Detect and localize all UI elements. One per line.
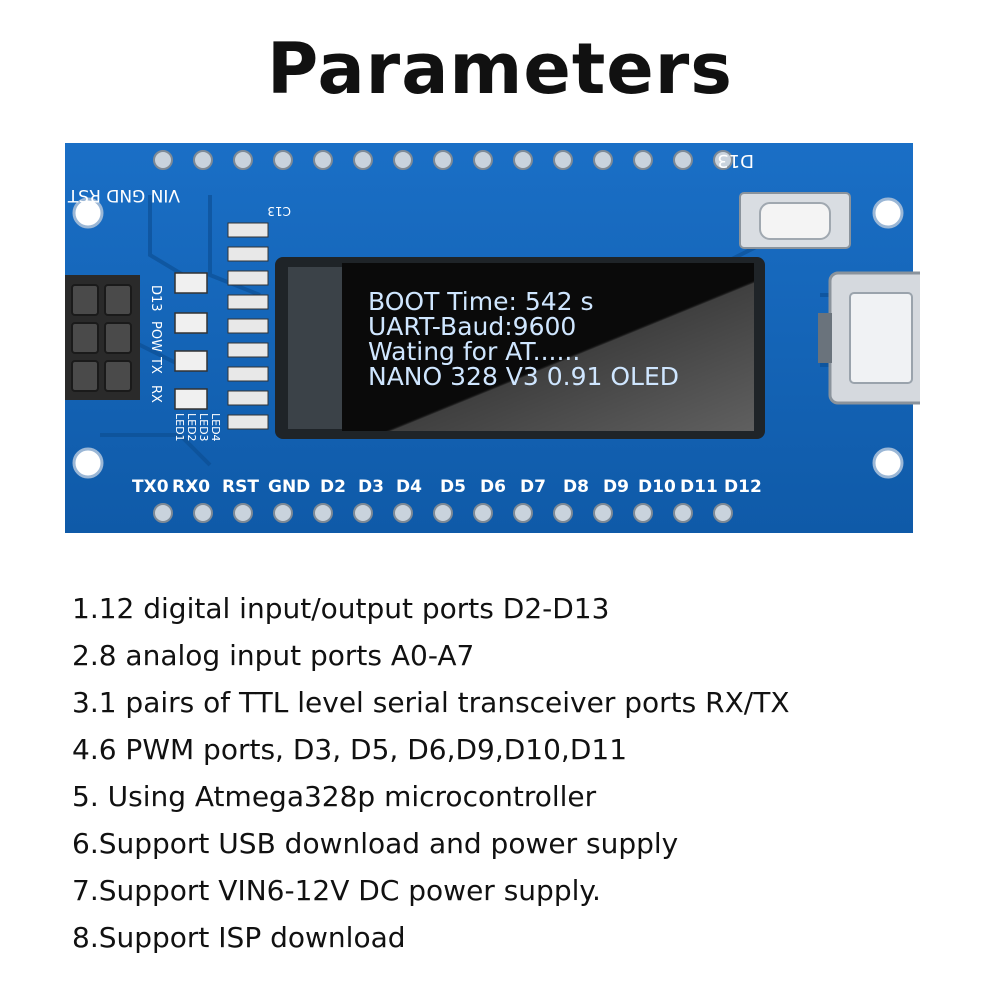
bottom-pin-label-9: D6 [480,477,506,497]
oled-line-1: BOOT Time: 542 s [368,287,594,316]
oled-line-3: Wating for AT...... [368,337,580,366]
bottom-pin-label-2: RX0 [172,477,210,497]
reset-button [739,192,851,249]
led-label-2: LED2 [185,413,198,442]
page-title: Parameters [267,28,733,110]
bottom-pin-label-13: D10 [638,477,676,497]
bottom-pin-label-14: D11 [680,477,718,497]
status-leds [174,272,208,410]
top-pin-labels: VIN GND RST 5V A7 A6 A5 A4 A3 A2 A1 A0 R… [60,185,180,205]
bottom-pin-label-3: RST [222,477,259,497]
bottom-pin-label-15: D12 [724,477,762,497]
mount-hole-bottom-right [872,447,904,479]
parameter-item-4: 4.6 PWM ports, D3, D5, D6,D9,D10,D11 [72,733,628,766]
parameter-item-8: 8.Support ISP download [72,921,406,954]
side-label-pow: POW [148,321,163,352]
bottom-pin-label-12: D9 [603,477,629,497]
smd-components [227,222,269,430]
parameter-item-3: 3.1 pairs of TTL level serial transceive… [72,686,790,719]
side-label-rx: RX [148,385,163,403]
top-pin-header [153,150,733,170]
led-label-3: LED3 [197,413,210,442]
side-label-d13: D13 [148,285,163,312]
bottom-pin-header [153,503,733,523]
bottom-pin-label-11: D8 [563,477,589,497]
parameter-list: 1.12 digital input/output ports D2-D13 2… [72,590,972,966]
led-label-1: LED1 [173,413,186,442]
parameter-item-6: 6.Support USB download and power supply [72,827,679,860]
isp-header [65,275,140,400]
cap-label: C13 [267,204,291,218]
bottom-pin-label-4: GND [268,477,310,497]
oled-display [275,257,765,439]
bottom-pin-label-10: D7 [520,477,546,497]
parameter-item-2: 2.8 analog input ports A0-A7 [72,639,475,672]
bottom-pin-label-6: D3 [358,477,384,497]
mount-hole-top-left [72,197,104,229]
top-right-label: D13 [717,150,754,171]
arduino-nano-board-photo: VIN GND RST 5V A7 A6 A5 A4 A3 A2 A1 A0 R… [0,135,937,535]
micro-usb-connector [818,271,937,405]
side-label-tx: TX [148,356,163,374]
mount-hole-bottom-left [72,447,104,479]
parameter-item-5: 5. Using Atmega328p microcontroller [72,780,597,813]
parameter-item-7: 7.Support VIN6-12V DC power supply. [72,874,601,907]
mount-hole-top-right [872,197,904,229]
led-label-4: LED4 [209,413,222,442]
bottom-pin-label-7: D4 [396,477,422,497]
bottom-pin-label-1: TX0 [132,477,169,497]
oled-line-4: NANO 328 V3 0.91 OLED [368,362,679,391]
oled-line-2: UART-Baud:9600 [368,312,576,341]
bottom-pin-label-5: D2 [320,477,346,497]
parameter-item-1: 1.12 digital input/output ports D2-D13 [72,592,610,625]
bottom-pin-label-8: D5 [440,477,466,497]
